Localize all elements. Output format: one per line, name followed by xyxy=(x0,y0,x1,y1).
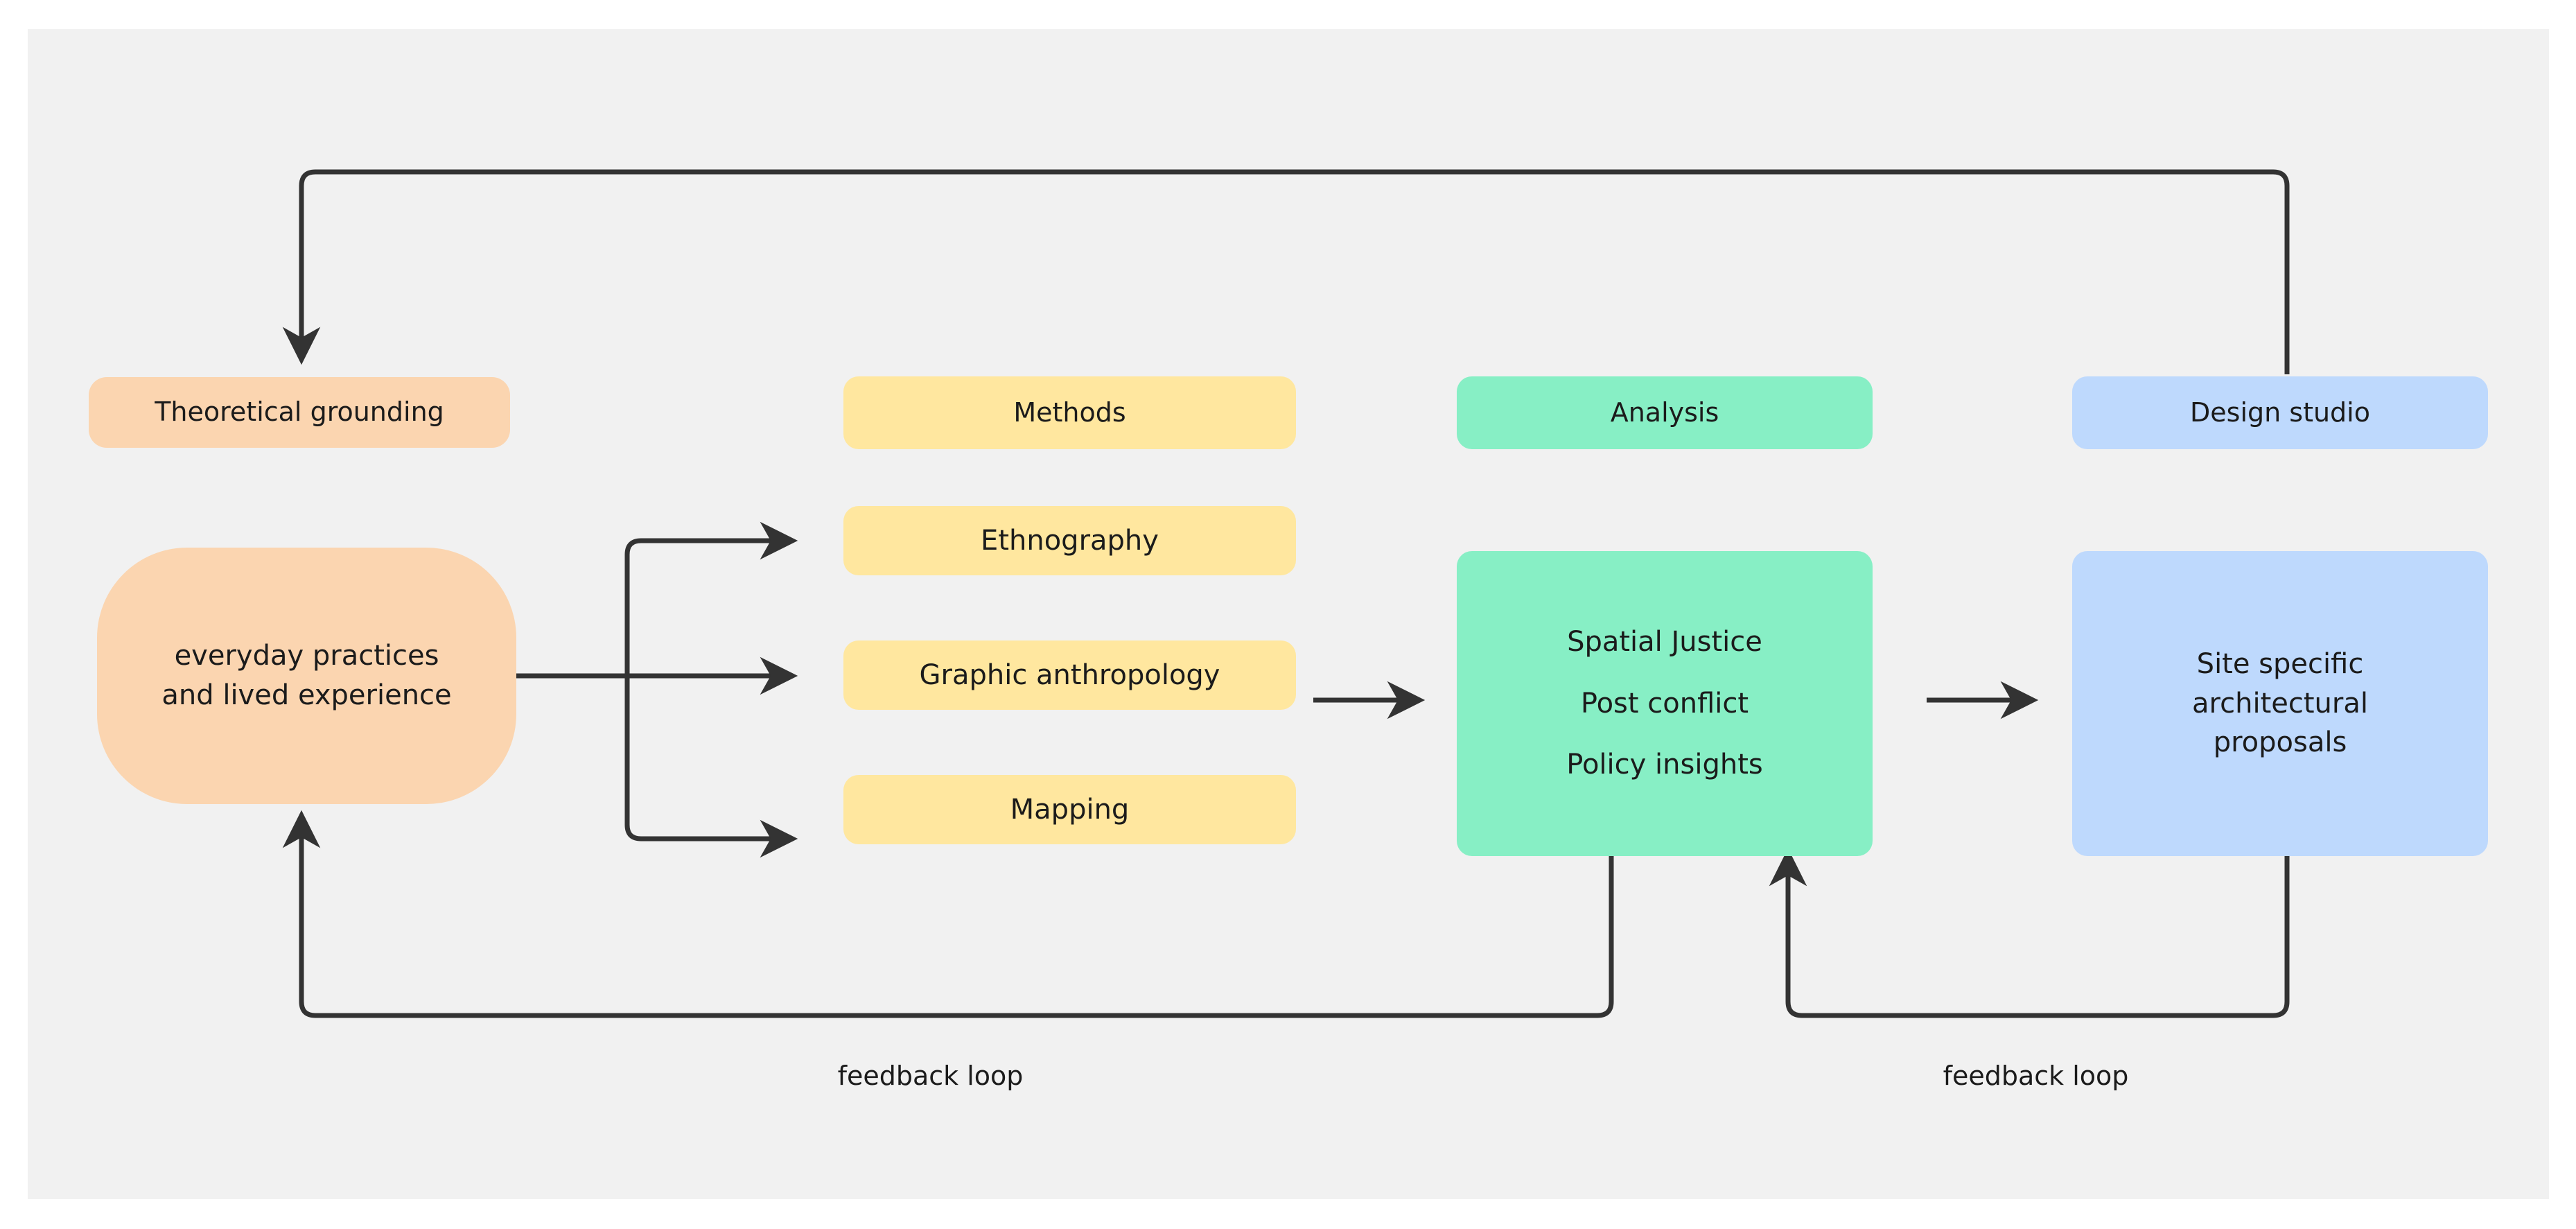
feedback-loop-left-text: feedback loop xyxy=(837,1061,1024,1091)
node-graphic-anthropology[interactable]: Graphic anthropology xyxy=(843,640,1296,710)
analysis-item-post-conflict: Post conflict xyxy=(1580,687,1749,720)
node-methods-header-label: Methods xyxy=(1013,396,1126,428)
edge-label-feedback-loop-left: feedback loop xyxy=(811,1061,1050,1091)
node-analysis-body[interactable]: Spatial Justice Post conflict Policy ins… xyxy=(1457,551,1873,856)
node-theoretical-grounding-label: Theoretical grounding xyxy=(155,396,444,428)
node-ethnography[interactable]: Ethnography xyxy=(843,506,1296,575)
analysis-item-policy-insights: Policy insights xyxy=(1566,749,1763,781)
node-ethnography-label: Ethnography xyxy=(981,524,1159,557)
node-graphic-anthropology-label: Graphic anthropology xyxy=(919,659,1220,691)
node-analysis-header[interactable]: Analysis xyxy=(1457,376,1873,449)
node-analysis-header-label: Analysis xyxy=(1610,396,1719,428)
node-design-studio-body-label: Site specific architectural proposals xyxy=(2192,647,2368,759)
feedback-loop-right-text: feedback loop xyxy=(1943,1061,2129,1091)
node-theoretical-grounding[interactable]: Theoretical grounding xyxy=(89,377,510,448)
edge-label-feedback-loop-right: feedback loop xyxy=(1916,1061,2155,1091)
node-methods-header[interactable]: Methods xyxy=(843,376,1296,449)
node-everyday-practices-label: everyday practices and lived experience xyxy=(161,640,452,711)
node-design-studio-body[interactable]: Site specific architectural proposals xyxy=(2072,551,2488,856)
node-mapping-label: Mapping xyxy=(1010,793,1130,826)
node-design-studio-header[interactable]: Design studio xyxy=(2072,376,2488,449)
analysis-item-spatial-justice: Spatial Justice xyxy=(1567,625,1762,658)
node-everyday-practices[interactable]: everyday practices and lived experience xyxy=(97,548,516,804)
node-mapping[interactable]: Mapping xyxy=(843,775,1296,844)
node-design-studio-header-label: Design studio xyxy=(2190,396,2370,428)
